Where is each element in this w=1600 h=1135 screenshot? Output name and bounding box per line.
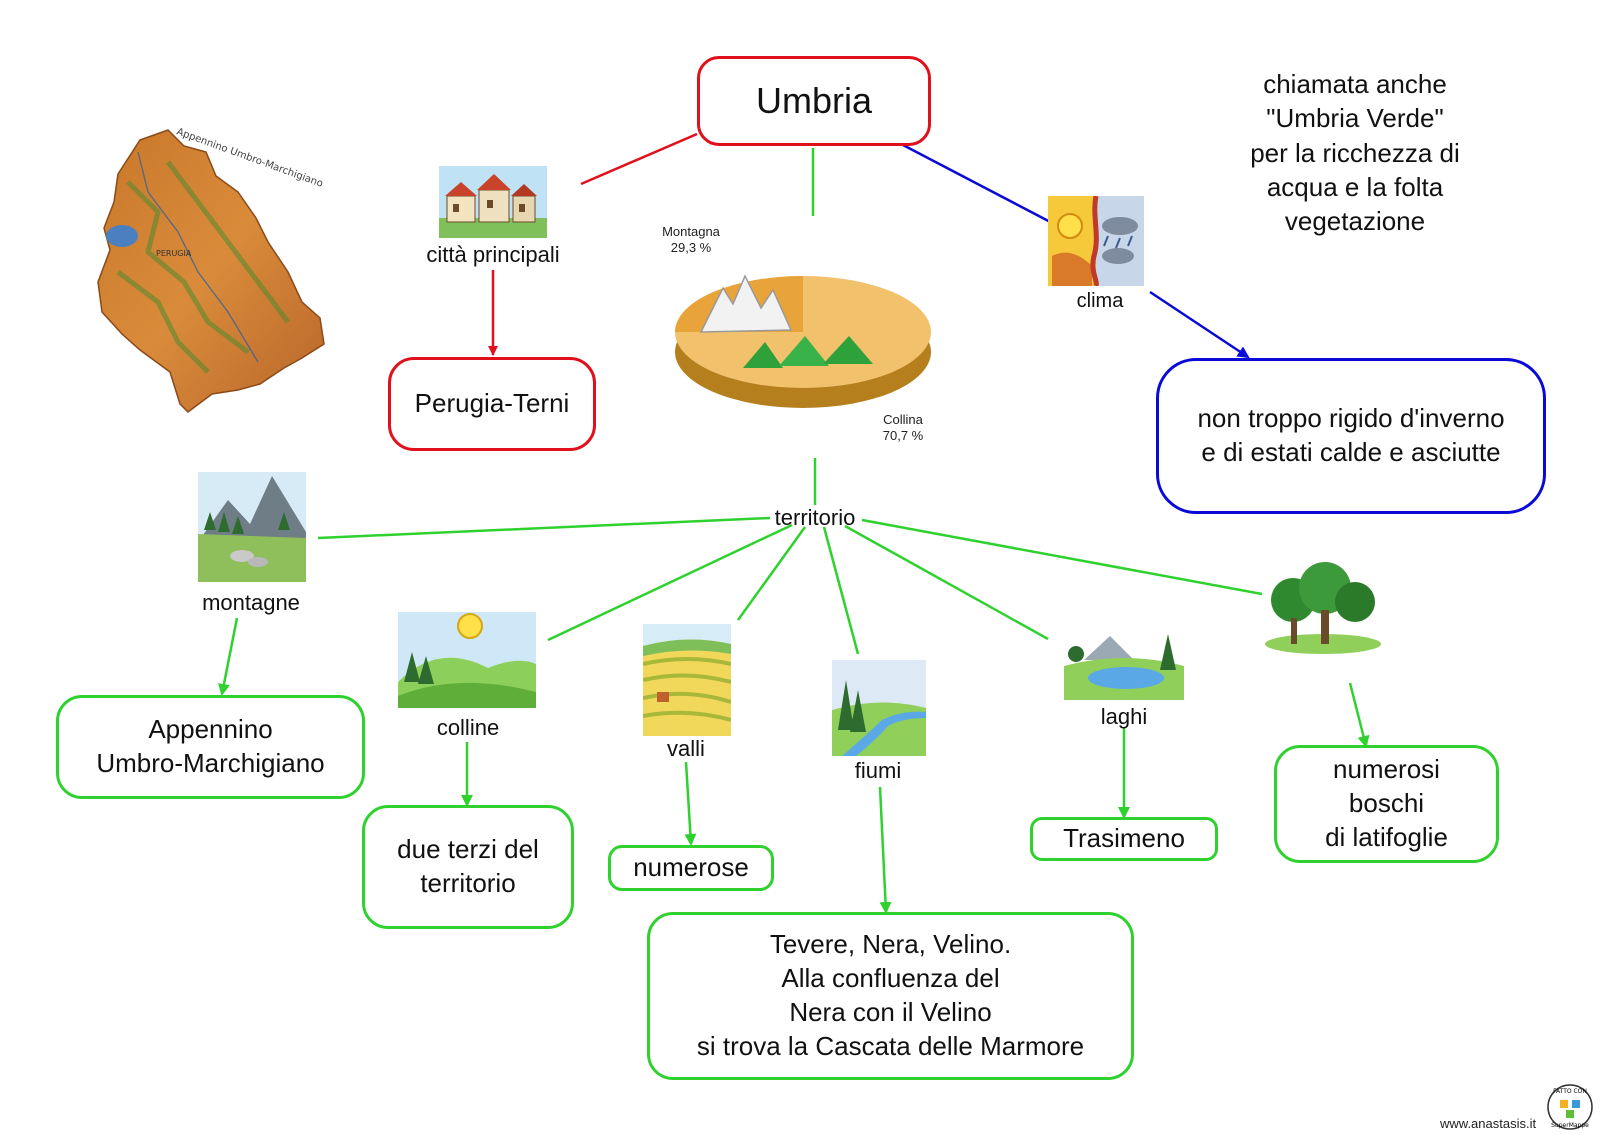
line-territorio-mountains [317, 516, 771, 540]
territory-pie-image [675, 274, 931, 408]
pie-label-mountain-value: 29,3 % [670, 240, 712, 256]
line-territorio-valleys [736, 526, 807, 621]
pie-label-hill-name: Collina [883, 412, 923, 427]
hills-value: due terzi del territorio [397, 834, 539, 898]
pie-label-hill-value: 70,7 % [882, 428, 924, 444]
valleys-fields-icon [643, 624, 731, 736]
mountains-value-box[interactable]: Appennino Umbro-Marchigiano [56, 695, 365, 799]
arrow-climate-value [1149, 290, 1250, 359]
mountains-value: Appennino Umbro-Marchigiano [96, 714, 325, 778]
umbria-title: Umbria [755, 79, 872, 121]
cities-value-box[interactable]: Perugia-Terni [388, 357, 596, 451]
lake-icon [1064, 626, 1184, 700]
rivers-value-box[interactable]: Tevere, Nera, Velino. Alla confluenza de… [647, 912, 1134, 1080]
mountains-icon [198, 472, 306, 582]
town-icon [439, 166, 547, 238]
hills-label: colline [436, 715, 500, 740]
woods-value-box[interactable]: numerosi boschi di latifoglie [1274, 745, 1499, 863]
valleys-value: numerose [633, 852, 749, 883]
woods-value: numerosi boschi di latifoglie [1325, 754, 1448, 852]
map-label-perugia: PERUGIA [156, 249, 192, 258]
valleys-label: valli [667, 736, 705, 761]
umbria-nickname-note: chiamata anche "Umbria Verde" per la ric… [1250, 69, 1460, 237]
rivers-value: Tevere, Nera, Velino. Alla confluenza de… [696, 929, 1085, 1061]
badge-top-text: FATTO CON [1553, 1088, 1587, 1095]
pie-label-mountain: Montagna 29,3 % [651, 224, 731, 257]
umbria-title-box[interactable]: Umbria [697, 56, 931, 146]
line-territorio-lakes [844, 524, 1049, 641]
arrow-mountains-value [218, 617, 239, 696]
woods-trees-icon [1265, 562, 1381, 654]
climate-label: clima [1076, 290, 1124, 312]
arrow-valleys-value [684, 761, 697, 846]
footer-website[interactable]: www.anastasis.it [1440, 1116, 1537, 1131]
umbria-map-image: PERUGIA Appennino Umbro-Marchigiano [97, 126, 325, 413]
line-umbria-cities [580, 132, 698, 186]
climate-sun-rain-icon [1048, 196, 1144, 286]
mountains-label: montagne [202, 590, 300, 615]
rivers-label: fiumi [854, 758, 902, 783]
supermappe-badge-icon: FATTO CON SuperMappe [1547, 1084, 1593, 1130]
valleys-value-box[interactable]: numerose [608, 845, 774, 891]
climate-value: non troppo rigido d'inverno e di estati … [1197, 403, 1505, 467]
cities-label: città principali [426, 242, 560, 267]
arrow-rivers-value [878, 786, 892, 914]
line-territorio-woods [861, 518, 1263, 596]
line-territorio-rivers [822, 526, 860, 655]
hills-value-box[interactable]: due terzi del territorio [362, 805, 574, 929]
river-icon [832, 660, 926, 756]
badge-bottom-text: SuperMappe [1551, 1122, 1589, 1129]
climate-value-box[interactable]: non troppo rigido d'inverno e di estati … [1156, 358, 1546, 514]
line-umbria-climate [902, 143, 1059, 228]
pie-label-hill: Collina 70,7 % [868, 412, 938, 445]
territory-label: territorio [774, 505, 856, 530]
hills-sun-icon [398, 612, 536, 708]
cities-value: Perugia-Terni [414, 388, 570, 419]
arrow-woods-value [1348, 682, 1370, 748]
line-territorio-hills [547, 523, 793, 642]
lakes-value-box[interactable]: Trasimeno [1030, 817, 1218, 861]
pie-label-mountain-name: Montagna [662, 224, 720, 239]
lakes-value: Trasimeno [1063, 823, 1185, 854]
lakes-label: laghi [1100, 704, 1148, 729]
